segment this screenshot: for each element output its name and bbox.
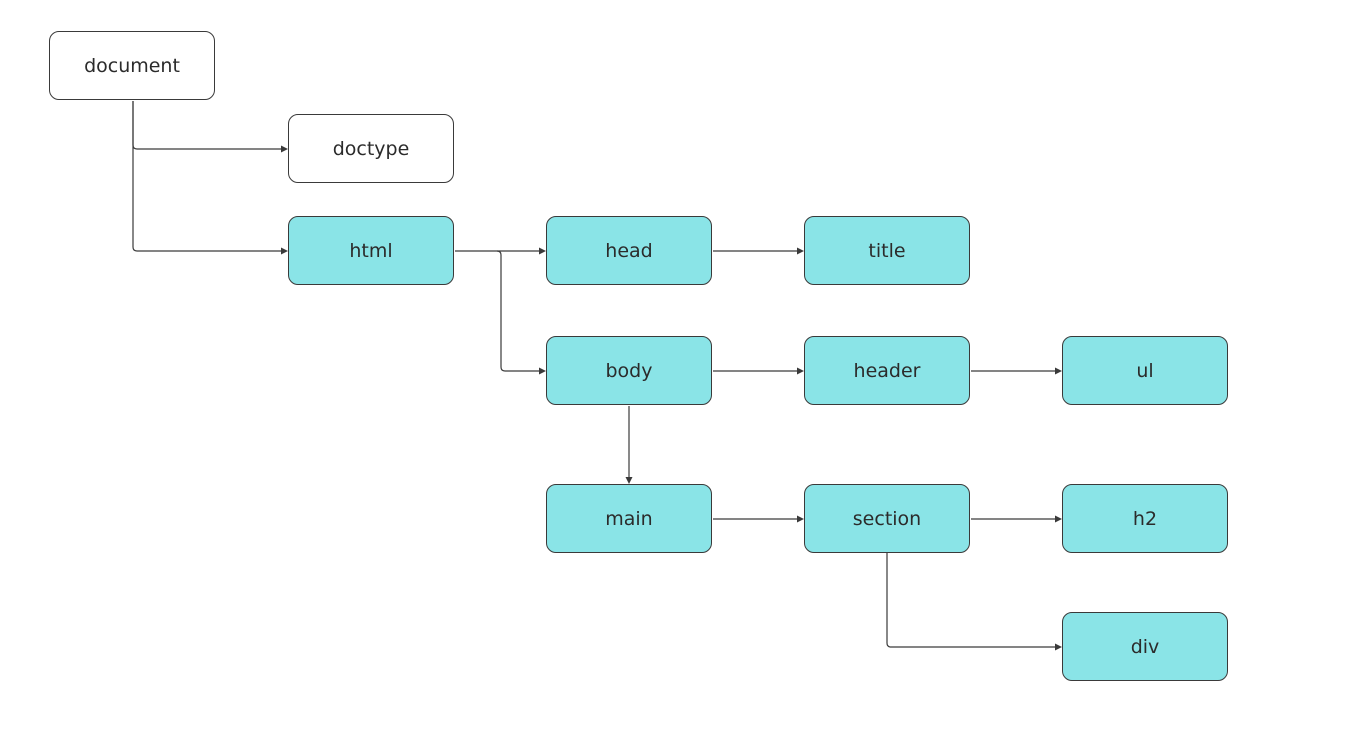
arrowhead-icon — [281, 247, 288, 255]
node-title: title — [804, 216, 970, 285]
node-div: div — [1062, 612, 1228, 681]
node-h2: h2 — [1062, 484, 1228, 553]
connector-document-to-doctype — [132, 101, 288, 153]
arrowhead-icon — [1055, 515, 1062, 523]
node-html: html — [288, 216, 454, 285]
node-head: head — [546, 216, 712, 285]
arrowhead-icon — [1055, 367, 1062, 375]
node-doctype: doctype — [288, 114, 454, 183]
arrowhead-icon — [539, 367, 546, 375]
connector-body-to-main — [625, 406, 633, 484]
arrowhead-icon — [1055, 643, 1062, 651]
node-section: section — [804, 484, 970, 553]
connector-head-to-title — [713, 247, 804, 255]
arrowhead-icon — [539, 247, 546, 255]
connector-section-to-div — [886, 553, 1062, 651]
connector-main-to-section — [713, 515, 804, 523]
connector-header-to-ul — [971, 367, 1062, 375]
node-document: document — [49, 31, 215, 100]
connector-body-to-header — [713, 367, 804, 375]
arrowhead-icon — [625, 477, 633, 484]
connector-document-to-html — [132, 101, 288, 255]
arrowhead-icon — [797, 247, 804, 255]
node-body: body — [546, 336, 712, 405]
connector-section-to-h2 — [971, 515, 1062, 523]
node-ul: ul — [1062, 336, 1228, 405]
arrowhead-icon — [281, 145, 288, 153]
connector-html-to-body — [496, 250, 546, 375]
arrowhead-icon — [797, 367, 804, 375]
node-header: header — [804, 336, 970, 405]
node-main: main — [546, 484, 712, 553]
arrowhead-icon — [797, 515, 804, 523]
